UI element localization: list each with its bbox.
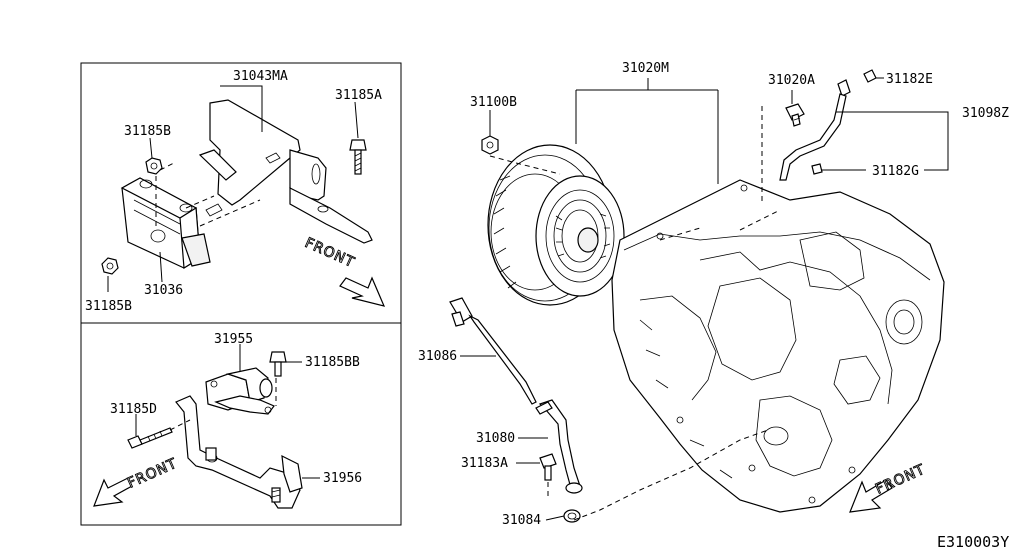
label-31955: 31955: [214, 332, 253, 347]
label-31182G: 31182G: [872, 164, 919, 179]
label-31100B: 31100B: [470, 95, 517, 110]
front-label-main: FRONT: [873, 462, 928, 498]
o-ring-31084: [563, 509, 581, 523]
inset-top-panel: 31043MA 31185A 31185B 31185B 31036 FRONT: [80, 62, 402, 324]
bolt-31185BB: [269, 351, 287, 377]
torque-converter: [487, 144, 625, 306]
diagram-reference-code: E310003Y: [937, 533, 1009, 551]
bolt-31185A: [349, 139, 367, 175]
label-31185BB: 31185BB: [305, 355, 360, 370]
control-module-31036: [120, 177, 211, 270]
sensor-31955: [205, 367, 275, 415]
transmission-case: [611, 179, 945, 513]
bracket-31043MA: [198, 99, 373, 244]
label-31020M: 31020M: [622, 61, 669, 76]
label-31084: 31084: [502, 513, 541, 528]
front-arrow-bottom: [93, 477, 133, 507]
label-31020A: 31020A: [768, 73, 815, 88]
front-label-top: FRONT: [302, 235, 357, 271]
label-31043MA: 31043MA: [233, 69, 288, 84]
oil-level-gauge-31086: [449, 297, 537, 405]
label-31185B-bottom: 31185B: [85, 299, 132, 314]
label-31098Z: 31098Z: [962, 106, 1009, 121]
label-31086: 31086: [418, 349, 457, 364]
main-diagram: 31020M 31020A 31182E 31100B 31098Z 31182…: [418, 61, 1009, 528]
inset-top-leaders: [107, 85, 359, 292]
label-31185B-top: 31185B: [124, 124, 171, 139]
bolt-31183A: [539, 453, 557, 481]
label-31080: 31080: [476, 431, 515, 446]
label-31183A: 31183A: [461, 456, 508, 471]
inset-bottom-leaders: [135, 344, 320, 479]
front-label-bottom: FRONT: [125, 456, 180, 492]
front-arrow-main: [849, 479, 893, 513]
label-31036: 31036: [144, 283, 183, 298]
bolt-31020A: [785, 103, 805, 127]
charging-pipe-31080: [535, 399, 583, 494]
breather-hose-31098Z: [779, 69, 877, 181]
front-arrow-top: [339, 276, 386, 307]
nut-31100B: [481, 135, 499, 155]
label-31956: 31956: [323, 471, 362, 486]
label-31182E: 31182E: [886, 72, 933, 87]
nut-31185B-bottom: [101, 257, 119, 275]
bolt-31185D: [127, 427, 173, 449]
main-leaders: [460, 77, 949, 521]
label-31185A: 31185A: [335, 88, 382, 103]
inset-bottom-panel: 31955 31185BB 31185D 31956 FRONT: [80, 322, 402, 526]
nut-31185B-top: [145, 157, 163, 175]
bracket-31956: [175, 395, 303, 509]
label-31185D: 31185D: [110, 402, 157, 417]
